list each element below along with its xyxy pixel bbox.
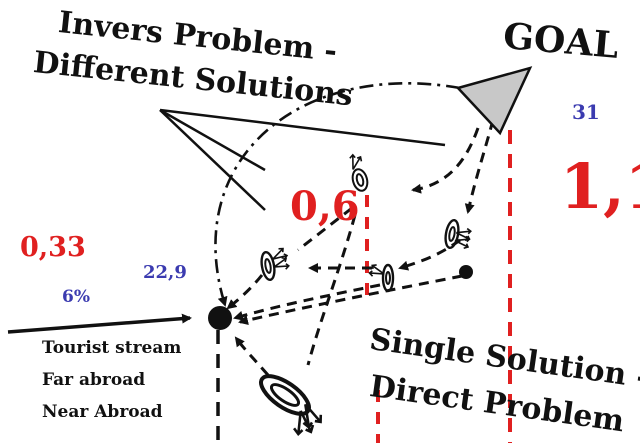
value-far-right: 1,1 [560, 150, 640, 223]
legend-near-abroad: Near Abroad [42, 402, 163, 422]
waypoint-dot-icon [459, 265, 473, 279]
dart-target-icon [259, 374, 325, 436]
dart-target-icon [367, 262, 395, 293]
inverse-arc [214, 82, 461, 307]
pointer-line-2 [159, 108, 266, 172]
dash-mid-to-start [233, 283, 381, 321]
pointer-line-1 [159, 108, 446, 147]
legend-tourist-stream: Tourist stream [42, 338, 182, 358]
dash-left-to-start [226, 274, 264, 310]
value-top-right: 31 [572, 100, 600, 124]
dash-bottom-to-start [234, 336, 270, 376]
tourist-stream-arrow [7, 313, 192, 334]
legend-far-abroad: Far abroad [42, 370, 146, 390]
dart-target-icon [346, 153, 369, 192]
value-left: 0,33 [20, 232, 86, 263]
value-center: 0,6 [290, 183, 360, 230]
dash-goal-to-center [411, 127, 480, 194]
value-left-percent: 6% [62, 287, 90, 307]
dash-right-to-mid [398, 238, 461, 271]
dash-center-to-bottom [306, 214, 357, 366]
pointer-line-3 [159, 109, 266, 211]
dash-center-to-left [297, 206, 353, 252]
goal-triangle-icon [455, 66, 533, 136]
value-left-mid: 22,9 [143, 262, 187, 283]
dart-target-icon [444, 218, 472, 250]
goal-heading: GOAL [501, 15, 621, 67]
dart-target-icon [260, 246, 291, 282]
dash-goal-to-right [464, 119, 495, 214]
start-dot-icon [208, 306, 232, 330]
dash-rightdot-to-start [238, 274, 463, 326]
